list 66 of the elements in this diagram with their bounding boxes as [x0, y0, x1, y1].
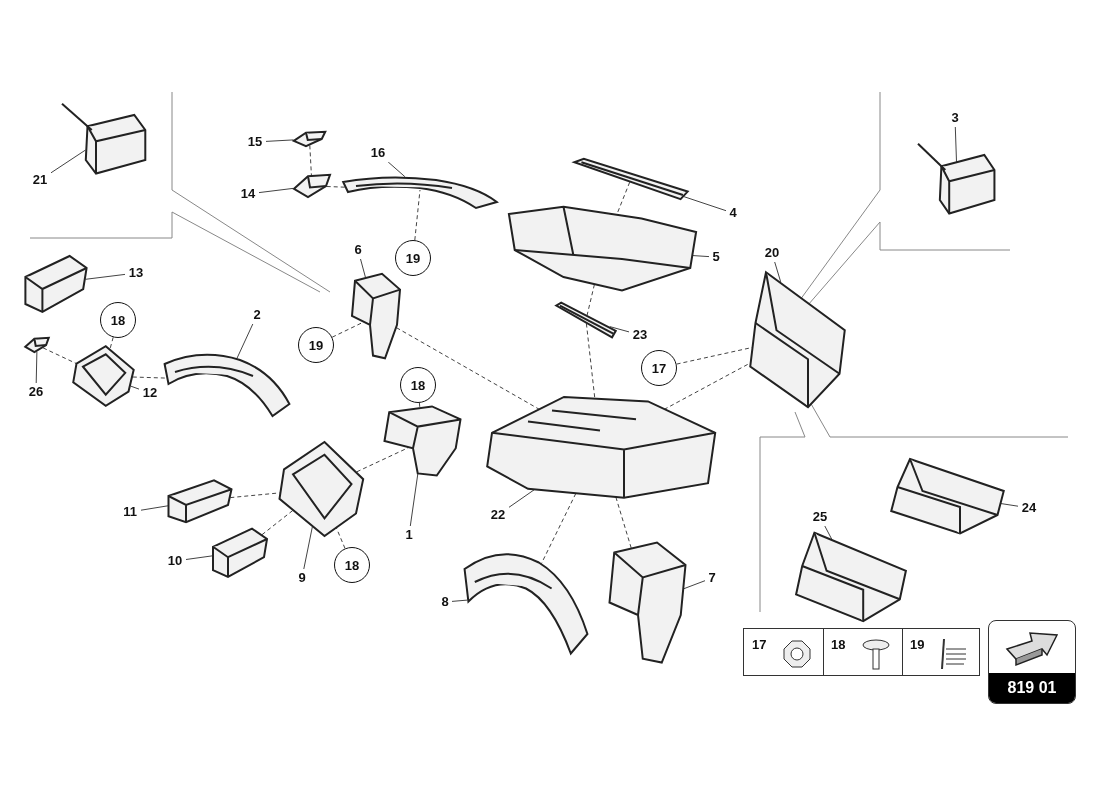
assembly-line	[326, 186, 346, 188]
leader-line	[303, 526, 313, 570]
assembly-line	[414, 189, 421, 241]
table-cell-number: 18	[831, 637, 846, 652]
leader-line	[1000, 503, 1019, 507]
callout-number: 19	[405, 250, 421, 266]
bracket-drawing	[70, 345, 135, 407]
callout-number: 18	[344, 557, 360, 573]
assembly-line	[616, 181, 631, 215]
air-vent-drawing	[210, 526, 270, 578]
leader-line	[360, 258, 366, 278]
assembly-line	[663, 362, 751, 410]
leader-line	[409, 473, 419, 527]
grille-drawing	[555, 302, 617, 338]
leader-line	[236, 323, 254, 360]
leader-line	[85, 273, 126, 280]
leader-line	[265, 139, 294, 142]
leader-line	[140, 505, 169, 511]
air-vent-drawing	[22, 253, 90, 313]
leader-line	[691, 255, 710, 258]
assembly-line	[615, 496, 632, 549]
assembly-line	[331, 321, 364, 338]
assembly-line	[586, 284, 595, 316]
leader-line	[387, 161, 406, 178]
clip-drawing	[292, 130, 327, 148]
assembly-line	[109, 336, 114, 350]
leader-line	[824, 525, 833, 540]
assembly-line	[309, 144, 312, 176]
leader-line	[185, 555, 213, 560]
bracket-drawing	[292, 172, 332, 200]
actuator-motor-drawing	[918, 140, 996, 215]
leader-line	[683, 196, 727, 212]
leader-line	[258, 187, 294, 194]
air-vent-drawing	[165, 478, 235, 523]
fastener-callout-circle	[400, 367, 436, 403]
callout-number: 19	[308, 337, 324, 353]
assembly-line	[42, 347, 77, 364]
callout-number: 17	[651, 360, 667, 376]
assembly-line	[585, 323, 596, 399]
leader-line	[609, 326, 630, 333]
leader-line	[508, 489, 535, 508]
leader-line	[451, 599, 468, 602]
page-number: 819 01	[989, 673, 1075, 703]
assembly-line	[540, 493, 577, 565]
leader-line	[774, 261, 782, 283]
leader-line	[35, 351, 38, 384]
fastener-callout-circle	[395, 240, 431, 276]
leader-line	[130, 385, 140, 390]
assembly-line	[418, 402, 421, 408]
fastener-callout-circle	[298, 327, 334, 363]
fastener-callout-circle	[641, 350, 677, 386]
leader-line	[50, 149, 86, 174]
assembly-line	[132, 376, 167, 379]
assembly-line	[396, 327, 541, 410]
leader-line	[954, 126, 957, 163]
callout-number: 18	[110, 312, 126, 328]
seal-strip-drawing	[572, 158, 690, 200]
fastener-callout-circle	[100, 302, 136, 338]
actuator-motor-drawing	[62, 100, 147, 175]
table-cell-number: 17	[752, 637, 767, 652]
callout-number: 18	[410, 377, 426, 393]
table-cell-number: 19	[910, 637, 925, 652]
leader-line	[683, 580, 706, 590]
assembly-line	[261, 509, 294, 536]
clip-drawing	[24, 336, 50, 354]
fastener-callout-circle	[334, 547, 370, 583]
